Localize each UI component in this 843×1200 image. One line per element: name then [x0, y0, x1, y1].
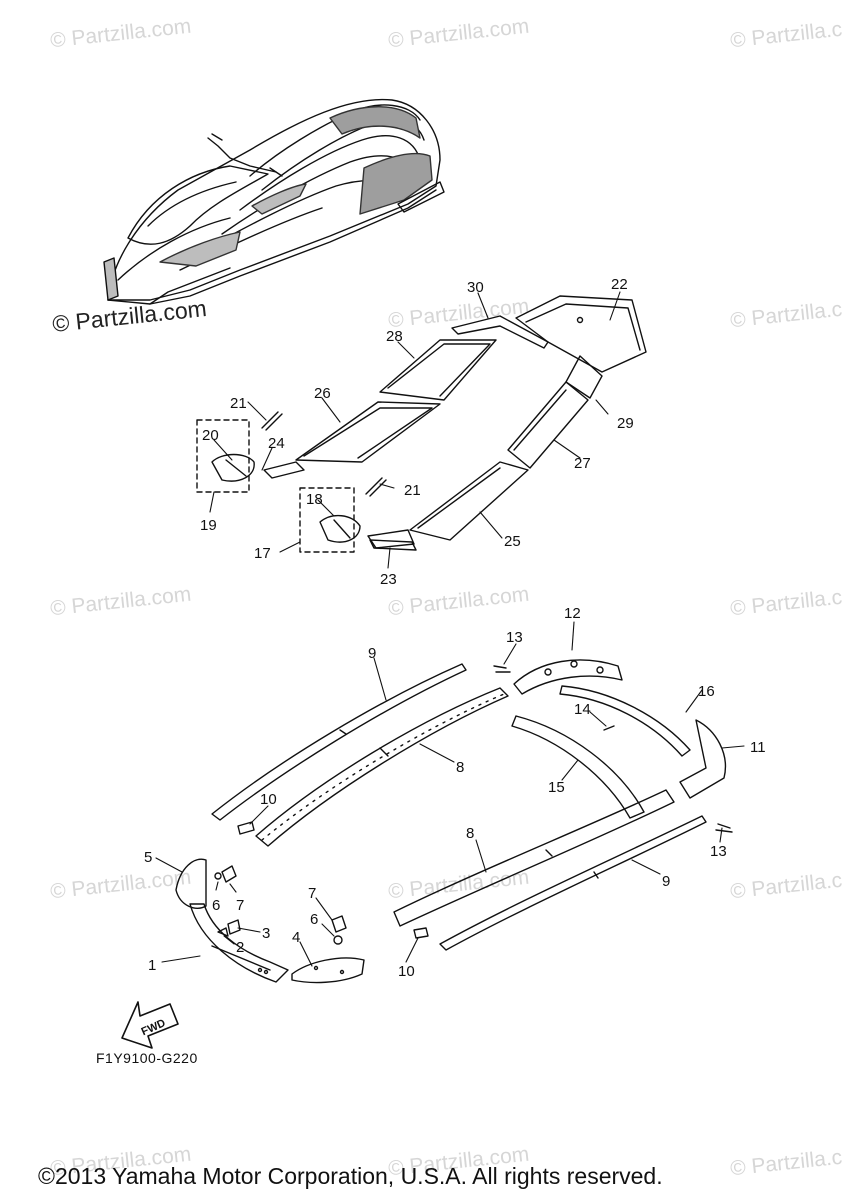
callout-25: 25 [504, 533, 521, 550]
callout-9b: 9 [662, 873, 670, 890]
callout-21b: 21 [404, 482, 421, 499]
mat-brackets [196, 411, 387, 553]
callout-10b: 10 [398, 963, 415, 980]
rail-9-upper [212, 664, 466, 820]
trim-11 [680, 720, 725, 798]
callout-22: 22 [611, 276, 628, 293]
callout-24: 24 [268, 435, 285, 452]
callout-10: 10 [260, 791, 277, 808]
part-4 [292, 958, 364, 983]
mat-26 [296, 402, 440, 462]
mat-25 [410, 462, 528, 540]
callout-16: 16 [698, 683, 715, 700]
trim-16 [560, 686, 690, 756]
mat-24 [264, 462, 304, 478]
forward-arrow [121, 1001, 179, 1049]
callout-18: 18 [306, 491, 323, 508]
copyright-notice: ©2013 Yamaha Motor Corporation, U.S.A. A… [38, 1163, 663, 1189]
callout-8: 8 [456, 759, 464, 776]
callout-labels: 30 22 28 29 26 27 21 20 24 19 21 18 25 1… [140, 276, 766, 1038]
callout-5: 5 [144, 849, 152, 866]
callout-7b: 7 [308, 885, 316, 902]
watercraft-illustration [103, 98, 445, 305]
trim-12 [514, 660, 622, 694]
callout-9: 9 [368, 645, 376, 662]
callout-26: 26 [314, 385, 331, 402]
callout-6: 6 [212, 897, 220, 914]
callout-13b: 13 [710, 843, 727, 860]
mat-29 [566, 356, 602, 398]
callout-29: 29 [617, 415, 634, 432]
part-5 [176, 859, 206, 908]
callout-12: 12 [564, 605, 581, 622]
callout-4: 4 [292, 929, 300, 946]
callout-13: 13 [506, 629, 523, 646]
mat-27 [508, 382, 588, 468]
callout-19: 19 [200, 517, 217, 534]
callout-27: 27 [574, 455, 591, 472]
callout-15: 15 [548, 779, 565, 796]
fwd-label: FWD [140, 1017, 168, 1038]
mat-30 [452, 316, 548, 348]
mat-25b [368, 530, 414, 548]
bumper-1 [190, 904, 288, 982]
callout-28: 28 [386, 328, 403, 345]
drawing-code: F1Y9100-G220 [96, 1050, 198, 1066]
callout-17: 17 [254, 545, 271, 562]
trim-parts [176, 660, 732, 982]
callout-2: 2 [236, 939, 244, 956]
callout-1: 1 [148, 957, 156, 974]
rail-8-upper [256, 688, 508, 846]
mat-set [264, 296, 646, 550]
callout-23: 23 [380, 571, 397, 588]
callout-11: 11 [750, 739, 766, 756]
callout-7: 7 [236, 897, 244, 914]
rail-9-lower [440, 816, 706, 950]
callout-20: 20 [202, 427, 219, 444]
callout-3: 3 [262, 925, 270, 942]
callout-8b: 8 [466, 825, 474, 842]
trim-15 [512, 716, 644, 818]
mat-28 [380, 340, 496, 400]
leader-lines [155, 291, 745, 967]
callout-30: 30 [467, 279, 484, 296]
callout-21: 21 [230, 395, 247, 412]
callout-14: 14 [574, 701, 591, 718]
callout-6b: 6 [310, 911, 318, 928]
mat-23 [370, 540, 416, 550]
